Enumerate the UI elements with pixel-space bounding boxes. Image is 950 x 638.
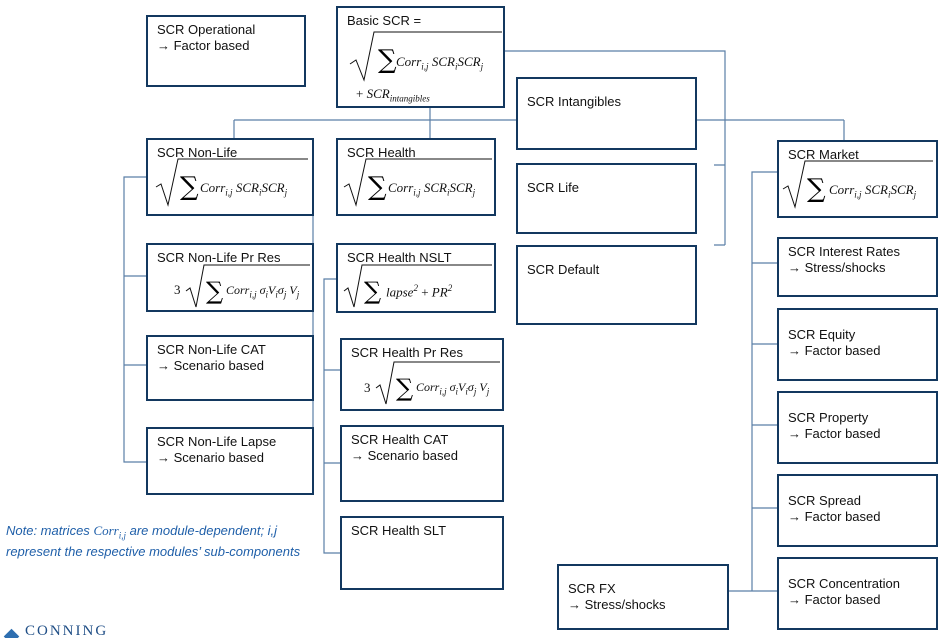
box-basic-scr: Basic SCR = ∑ Corri,j SCRiSCRj + SCRinta… [336, 6, 505, 108]
logo-diamond-icon [3, 628, 20, 638]
box-scr-intangibles: SCR Intangibles [516, 77, 697, 150]
box-label: SCR Health Pr Res [351, 345, 463, 360]
box-label: SCR Non-Life [157, 145, 238, 160]
logo-text: CONNING [25, 623, 109, 638]
svg-text:∑: ∑ [807, 174, 826, 204]
box-scr-default: SCR Default [516, 245, 697, 325]
basic-formula-intangibles: + SCRintangibles [356, 86, 430, 104]
non-life-formula: Corri,j SCRiSCRj [200, 180, 288, 198]
box-scr-health-nslt: SCR Health NSLT ∑ lapse2 + PR2 [336, 243, 496, 313]
box-label: SCR Health CAT → Scenario based [351, 432, 458, 463]
box-scr-health-cat: SCR Health CAT → Scenario based [340, 425, 504, 502]
box-label: SCR FX → Stress/shocks [568, 581, 666, 612]
box-scr-health: SCR Health ∑ Corri,j SCRiSCRj [336, 138, 496, 216]
basic-formula: Corri,j SCRiSCRj [396, 54, 484, 72]
box-label: SCR Equity → Factor based [788, 327, 881, 358]
box-label: SCR Default [527, 262, 600, 277]
box-label: SCR Spread → Factor based [788, 493, 881, 524]
radical-sign: ∑ [343, 158, 492, 207]
svg-text:∑: ∑ [396, 374, 413, 402]
box-scr-health-pr-res: SCR Health Pr Res 3 ∑ Corri,j σiViσj Vj [340, 338, 504, 411]
note-prefix: Note: matrices [6, 523, 90, 538]
box-scr-equity: SCR Equity → Factor based [777, 308, 938, 381]
market-formula: Corri,j SCRiSCRj [829, 182, 917, 200]
health-pr-res-formula: Corri,j σiViσj Vj [416, 380, 490, 397]
pr-res-factor: 3 [174, 282, 181, 297]
health-nslt-formula: lapse2 + PR2 [386, 283, 453, 300]
box-label: SCR Non-Life CAT → Scenario based [157, 342, 266, 373]
note-symbol: Corri,j [93, 523, 126, 541]
note-suffix: are module-dependent; i,j represent the … [6, 523, 301, 559]
radical-sign: ∑ [782, 160, 933, 209]
svg-text:∑: ∑ [206, 277, 223, 305]
health-formula: Corri,j SCRiSCRj [388, 180, 476, 198]
conning-logo: CONNING [0, 623, 108, 638]
box-scr-non-life-lapse: SCR Non-Life Lapse → Scenario based [146, 427, 314, 495]
box-label: SCR Market [788, 147, 859, 162]
box-label: SCR Non-Life Pr Res [157, 250, 281, 265]
box-label: SCR Property → Factor based [788, 410, 881, 441]
svg-text:∑: ∑ [368, 172, 387, 202]
svg-text:∑: ∑ [378, 45, 397, 75]
box-scr-life: SCR Life [516, 163, 697, 234]
box-scr-interest-rates: SCR Interest Rates → Stress/shocks [777, 237, 938, 297]
radical-sign: ∑ [343, 264, 492, 308]
box-scr-non-life-cat: SCR Non-Life CAT → Scenario based [146, 335, 314, 401]
box-label: SCR Health NSLT [347, 250, 452, 265]
pr-res-factor: 3 [364, 380, 371, 395]
box-label: SCR Health [347, 145, 416, 160]
radical-sign: ∑ [155, 158, 308, 207]
box-scr-property: SCR Property → Factor based [777, 391, 938, 464]
box-label: SCR Interest Rates → Stress/shocks [788, 244, 900, 275]
footnote: Note: matrices Corri,j are module-depend… [6, 523, 306, 560]
box-scr-operational: SCR Operational → Factor based [146, 15, 306, 87]
box-scr-fx: SCR FX → Stress/shocks [557, 564, 729, 630]
box-scr-spread: SCR Spread → Factor based [777, 474, 938, 547]
box-label: Basic SCR = [347, 13, 422, 28]
box-label: SCR Intangibles [527, 94, 621, 109]
box-scr-health-slt: SCR Health SLT [340, 516, 504, 590]
box-label: SCR Life [527, 180, 580, 195]
box-label: SCR Non-Life Lapse → Scenario based [157, 434, 277, 465]
box-scr-market: SCR Market ∑ Corri,j SCRiSCRj [777, 140, 938, 218]
radical-sign: ∑ [185, 264, 310, 308]
box-label: SCR Operational → Factor based [157, 22, 256, 53]
box-label: SCR Concentration → Factor based [788, 576, 900, 607]
svg-text:∑: ∑ [364, 277, 381, 305]
radical-sign: ∑ [349, 31, 502, 82]
box-scr-concentration: SCR Concentration → Factor based [777, 557, 938, 630]
non-life-pr-res-formula: Corri,j σiViσj Vj [226, 283, 300, 300]
box-label: SCR Health SLT [351, 523, 447, 538]
box-scr-non-life-pr-res: SCR Non-Life Pr Res 3 ∑ Corri,j σiViσj V… [146, 243, 314, 312]
radical-sign: ∑ [375, 361, 500, 405]
box-scr-non-life: SCR Non-Life ∑ Corri,j SCRiSCRj [146, 138, 314, 216]
svg-text:∑: ∑ [180, 172, 199, 202]
